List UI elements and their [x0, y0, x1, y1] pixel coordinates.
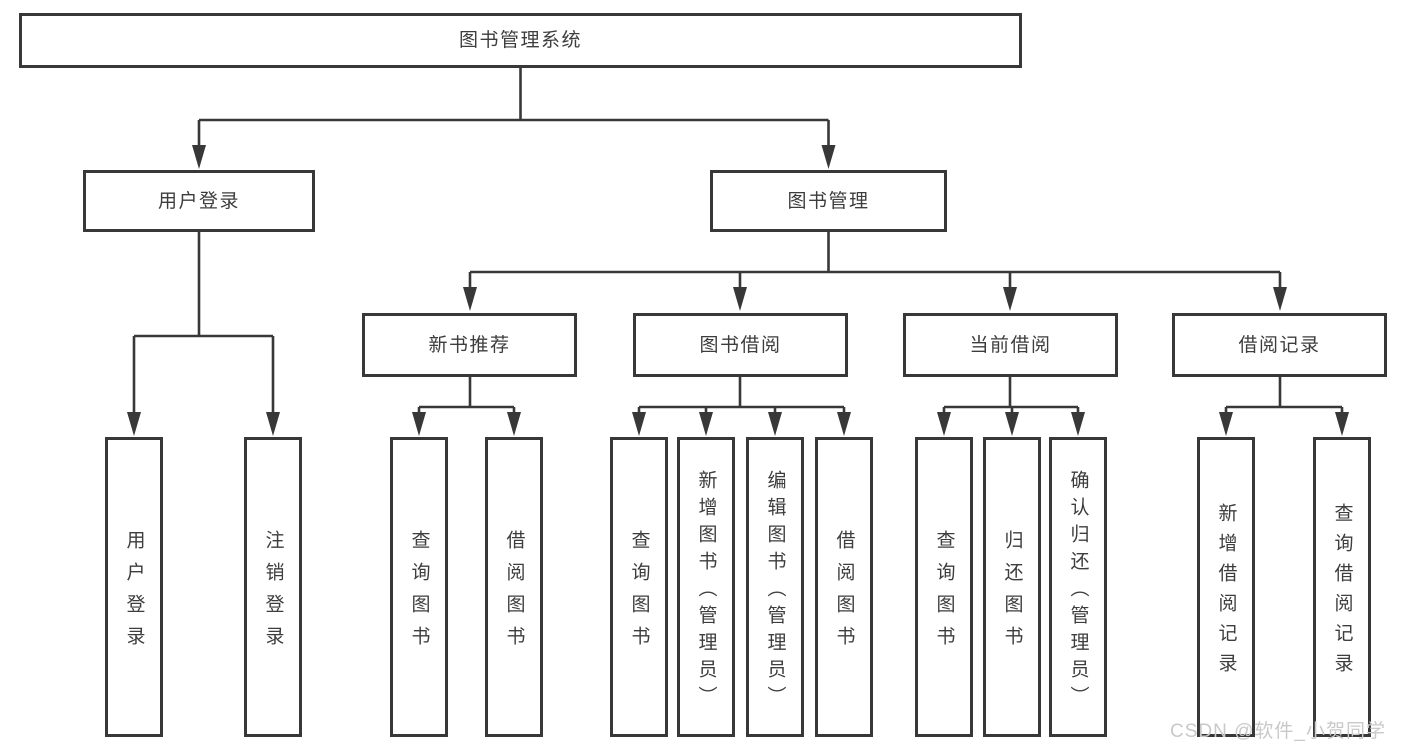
connector-book-mgmt-to-level3: [463, 232, 1287, 311]
node-label: 确认归还（管理员）: [1067, 469, 1089, 713]
connector-book-borrow-children: [632, 377, 851, 436]
connector-borrow-records-children: [1219, 377, 1349, 436]
node-label: 新增借阅记录: [1215, 502, 1237, 683]
node-current-borrowing: 当前借阅: [903, 313, 1118, 377]
node-label: 新增图书（管理员）: [695, 469, 717, 713]
node-user-login-action: 用户登录: [105, 437, 163, 737]
node-book-borrowing: 图书借阅: [633, 313, 848, 377]
connector-current-borrow-children: [937, 377, 1085, 436]
node-query-borrow-record: 查询借阅记录: [1313, 437, 1371, 737]
node-current-query-books: 查询图书: [915, 437, 973, 737]
node-label: 借阅记录: [1238, 334, 1321, 356]
node-edit-books-admin: 编辑图书（管理员）: [746, 437, 804, 737]
node-return-books: 归还图书: [983, 437, 1041, 737]
node-label: 用户登录: [123, 529, 145, 658]
node-add-books-admin: 新增图书（管理员）: [677, 437, 735, 737]
node-confirm-return-admin: 确认归还（管理员）: [1049, 437, 1107, 737]
node-label: 用户登录: [157, 190, 240, 212]
node-label: 借阅图书: [833, 529, 855, 658]
node-label: 注销登录: [262, 529, 284, 658]
connector-root-to-level2: [192, 68, 836, 169]
node-label: 当前借阅: [969, 334, 1052, 356]
node-label: 图书借阅: [699, 334, 782, 356]
node-label: 查询图书: [933, 529, 955, 658]
node-label: 编辑图书（管理员）: [764, 469, 786, 713]
connector-user-login-children: [127, 232, 280, 436]
node-logout-action: 注销登录: [244, 437, 302, 737]
node-new-book-recommendation: 新书推荐: [362, 313, 577, 377]
node-newrec-query-books: 查询图书: [390, 437, 448, 737]
node-label: 新书推荐: [428, 334, 511, 356]
node-user-login-module: 用户登录: [83, 170, 315, 232]
node-borrowing-borrow-books: 借阅图书: [815, 437, 873, 737]
node-add-borrow-record: 新增借阅记录: [1197, 437, 1255, 737]
node-library-management-system: 图书管理系统: [19, 13, 1022, 68]
csdn-watermark: CSDN @软件_小贺同学: [1170, 721, 1386, 742]
connector-new-book-rec-children: [412, 377, 521, 436]
node-book-management-module: 图书管理: [710, 170, 947, 232]
node-label: 查询图书: [628, 529, 650, 658]
node-label: 查询借阅记录: [1331, 502, 1353, 683]
node-label: 查询图书: [408, 529, 430, 658]
node-label: 图书管理: [787, 190, 870, 212]
node-label: 归还图书: [1001, 529, 1023, 658]
node-borrowing-query-books: 查询图书: [610, 437, 668, 737]
node-newrec-borrow-books: 借阅图书: [485, 437, 543, 737]
node-borrowing-records: 借阅记录: [1172, 313, 1387, 377]
node-label: 图书管理系统: [458, 30, 582, 51]
node-label: 借阅图书: [503, 529, 525, 658]
